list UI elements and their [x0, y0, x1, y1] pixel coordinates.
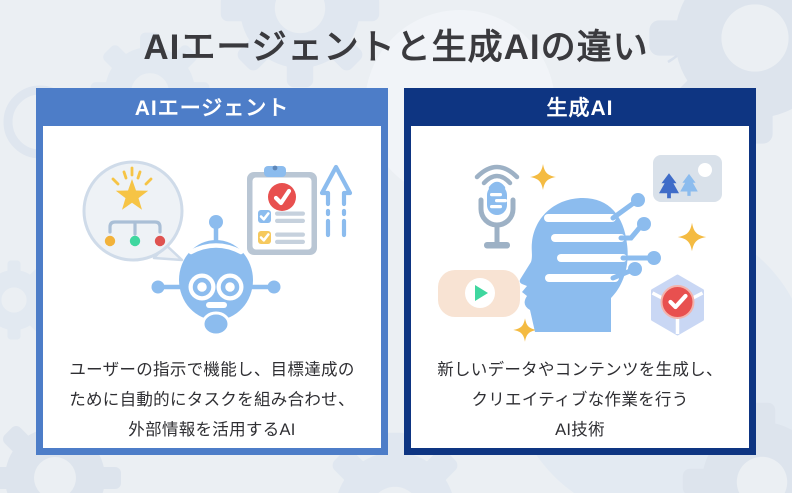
agent-description-line: ために自動的にタスクを組み合わせ、	[69, 391, 355, 409]
tree-icon	[659, 173, 679, 199]
video-play-icon	[438, 270, 520, 317]
agent-card-body: ユーザーの指示で機能し、目標達成の ために自動的にタスクを組み合わせ、 外部情報…	[43, 126, 381, 448]
generative-ai-card: 生成AI	[404, 88, 756, 455]
agent-card: AIエージェント	[36, 88, 388, 455]
robot-icon	[151, 215, 281, 337]
generative-ai-card-header: 生成AI	[546, 97, 614, 120]
agent-description: ユーザーの指示で機能し、目標達成の ために自動的にタスクを組み合わせ、 外部情報…	[69, 355, 355, 445]
growth-arrow-icon	[319, 164, 353, 238]
generative-ai-illustration	[438, 155, 722, 342]
comparison-cards: AIエージェント	[36, 88, 756, 455]
generative-ai-description: 新しいデータやコンテンツを生成し、 クリエイティブな作業を行う AI技術	[437, 355, 723, 445]
agent-description-line: ユーザーの指示で機能し、目標達成の	[69, 361, 355, 379]
voice-input-microphone-icon	[474, 164, 520, 249]
task-checklist-icon	[247, 165, 317, 255]
star-icon	[111, 166, 153, 210]
tree-icon	[680, 173, 698, 196]
idea-speech-bubble-icon	[82, 160, 184, 262]
generative-ai-card-body: 新しいデータやコンテンツを生成し、 クリエイティブな作業を行う AI技術	[411, 126, 749, 448]
agent-description-line: 外部情報を活用するAI	[128, 421, 296, 439]
ai-head-circuit-icon	[519, 193, 661, 332]
agent-illustration	[82, 160, 353, 337]
page-title: AIエージェントと生成AIの違い	[143, 27, 649, 67]
generative-ai-description-line: クリエイティブな作業を行う	[471, 391, 689, 409]
hierarchy-tree-icon	[108, 220, 162, 236]
check-badge-icon	[268, 183, 296, 211]
sparkle-icon	[513, 164, 707, 342]
agent-card-header: AIエージェント	[134, 97, 290, 120]
generative-ai-description-line: AI技術	[555, 421, 605, 439]
quality-check-cube-icon	[651, 274, 704, 336]
image-content-icon	[653, 155, 722, 202]
generative-ai-description-line: 新しいデータやコンテンツを生成し、	[437, 361, 723, 379]
